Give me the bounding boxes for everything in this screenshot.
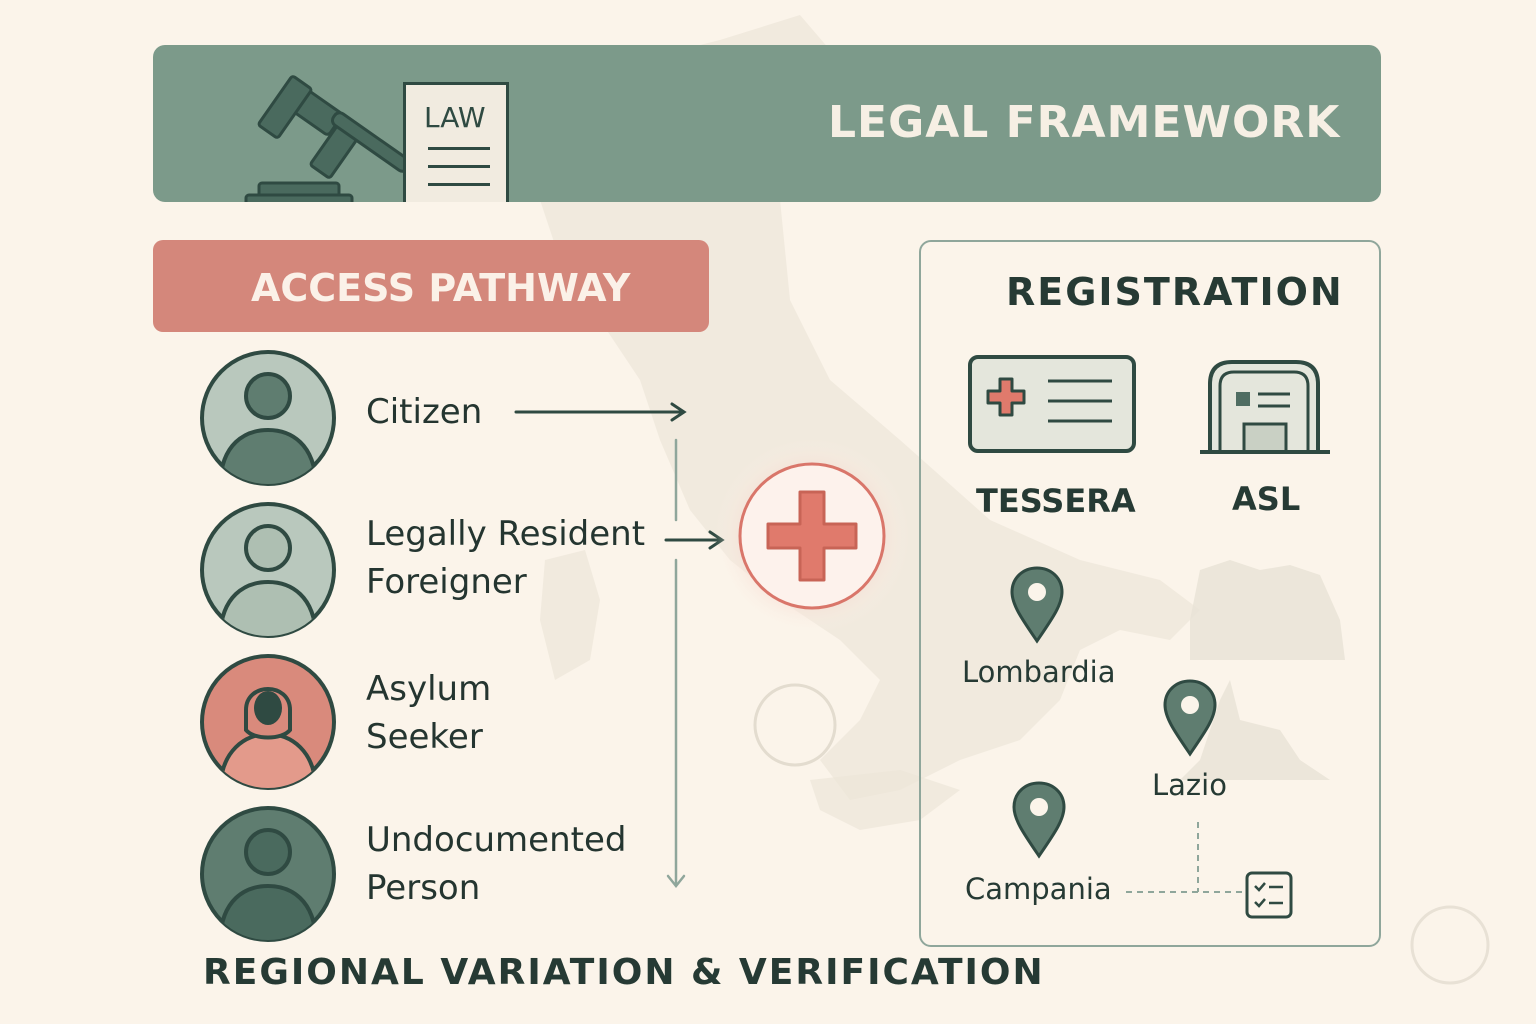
lazio-label: Lazio <box>1152 768 1227 802</box>
lazio-map-pin-icon <box>1163 679 1217 757</box>
registration-panel: REGISTRATION <box>919 240 1381 947</box>
category-resident-foreigner-label: Legally Resident Foreigner <box>366 514 646 602</box>
health-office-icon <box>1200 360 1330 454</box>
campania-map-pin-icon <box>1012 781 1066 859</box>
tessera-label: TESSERA <box>976 482 1136 520</box>
access-pathway-heading: ACCESS PATHWAY <box>153 240 709 332</box>
asylum-seeker-person-icon <box>200 654 336 790</box>
checklist-icon <box>1245 871 1293 919</box>
category-undocumented-label: Undocumented Person <box>366 820 627 908</box>
asl-label: ASL <box>1232 480 1301 518</box>
undocumented-person-icon <box>200 806 336 942</box>
verification-connectors <box>1126 822 1244 893</box>
law-document-icon: LAW <box>403 82 509 202</box>
lombardia-map-pin-icon <box>1010 566 1064 644</box>
health-card-icon <box>968 355 1136 453</box>
legal-framework-banner: LAW LEGAL FRAMEWORK <box>153 45 1381 202</box>
law-label: LAW <box>424 101 486 134</box>
access-pathway-title: ACCESS PATHWAY <box>251 266 631 310</box>
lombardia-label: Lombardia <box>962 655 1116 689</box>
citizen-person-icon <box>200 350 336 486</box>
red-cross-icon <box>714 438 910 634</box>
gavel-icon <box>244 75 412 202</box>
footer-caption: REGIONAL VARIATION & VERIFICATION <box>203 952 1045 993</box>
category-citizen-label: Citizen <box>366 392 483 432</box>
flow-arrows <box>514 402 725 889</box>
resident-foreigner-person-icon <box>200 502 336 638</box>
category-asylum-seeker-label: Asylum Seeker <box>366 669 492 757</box>
registration-title: REGISTRATION <box>1006 270 1344 314</box>
campania-label: Campania <box>965 872 1112 906</box>
header-title: LEGAL FRAMEWORK <box>828 97 1341 148</box>
